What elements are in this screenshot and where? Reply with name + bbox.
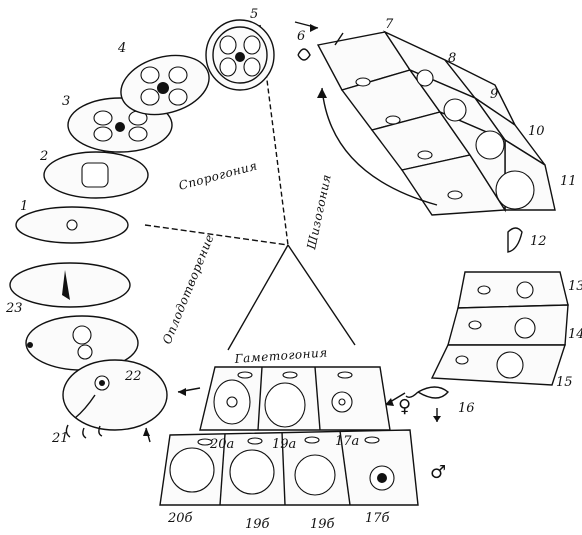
- arrowhead-microgametes: [143, 428, 150, 436]
- stage-number-7: 7: [385, 17, 394, 32]
- merozoite-16: [418, 387, 448, 398]
- phase-label-fertilization: Оплодотворение: [160, 232, 217, 346]
- stage-number-19b-right: 19б: [310, 517, 335, 530]
- oocyst-1: [16, 207, 128, 243]
- stage-number-11: 11: [560, 174, 577, 189]
- male-symbol: ♂: [430, 462, 446, 483]
- stage-number-2: 2: [39, 149, 48, 164]
- stage-number-22: 22: [124, 369, 142, 384]
- microgamete-b: [83, 428, 86, 438]
- stage-number-23: 23: [5, 301, 23, 316]
- divider-gametogony-schizogony: [288, 245, 355, 345]
- stage-number-6: 6: [297, 29, 305, 44]
- oocyst-23: [10, 263, 130, 307]
- macrogamete-21: [63, 360, 167, 438]
- stage-number-12: 12: [530, 234, 547, 249]
- stage-number-1: 1: [20, 199, 28, 214]
- stage-number-4: 4: [117, 41, 126, 56]
- stage-number-16: 16: [458, 401, 475, 416]
- divider-fertilization-gametogony: [228, 245, 288, 350]
- host-cells-13-15: [432, 272, 568, 385]
- phase-label-sporogony: Спорогония: [177, 158, 259, 192]
- entry-arrowhead: [310, 24, 318, 32]
- merozoite-12: [508, 228, 522, 252]
- stage-number-5: 5: [250, 7, 258, 22]
- schizogony-cycle-arrowhead: [317, 88, 327, 98]
- stage-number-8: 8: [448, 51, 456, 66]
- female-symbol: ♀: [398, 396, 411, 417]
- schizogony-epithelium: [318, 32, 555, 215]
- phase-label-gametogony: Гаметогония: [233, 346, 328, 367]
- stage-number-17a: 17а: [335, 434, 359, 449]
- stage-number-3: 3: [62, 94, 70, 109]
- arrowhead-to-macrogamete: [178, 388, 186, 396]
- sporozoite-6: [298, 49, 310, 60]
- stage-number-20a: 20а: [209, 437, 234, 452]
- oocyst-2: [44, 152, 148, 198]
- female-gametocyte-cells: [200, 367, 390, 430]
- stage-number-9: 9: [490, 87, 498, 102]
- oocyst-5: [206, 20, 274, 90]
- divider-sporogony-fertilization: [145, 225, 288, 245]
- phase-label-schizogony: Шизогония: [304, 173, 334, 252]
- stage-number-19a: 19а: [272, 437, 296, 452]
- stage-number-14: 14: [568, 327, 582, 342]
- stage-number-20b: 20б: [167, 511, 193, 526]
- stage-number-19b-left: 19б: [245, 517, 270, 530]
- stage-number-21: 21: [51, 431, 69, 446]
- stage-number-15: 15: [556, 375, 573, 390]
- stage-number-13: 13: [568, 279, 582, 294]
- arrowhead-to-male-row: [433, 416, 441, 422]
- stage-number-17b: 17б: [365, 511, 390, 526]
- stage-number-10: 10: [528, 124, 545, 139]
